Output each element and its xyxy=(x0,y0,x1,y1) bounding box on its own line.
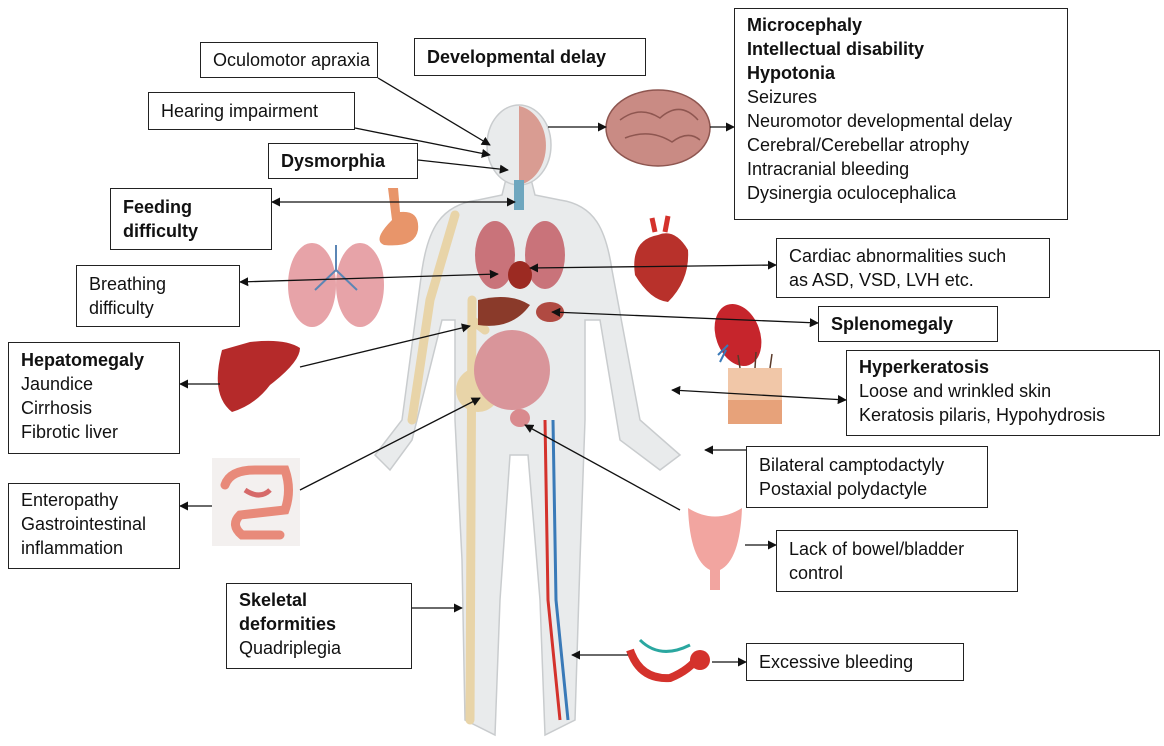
fibrotic-liver-text: Fibrotic liver xyxy=(21,420,167,444)
cardiac-box: Cardiac abnormalities such as ASD, VSD, … xyxy=(776,238,1050,298)
seizures-text: Seizures xyxy=(747,85,1055,109)
trachea-organ xyxy=(514,180,524,210)
breathing-difficulty-text: difficulty xyxy=(89,296,227,320)
bowel-bladder-box: Lack of bowel/bladder control xyxy=(776,530,1018,592)
intestine-icon xyxy=(212,458,300,546)
splenomegaly-box: Splenomegaly xyxy=(818,306,998,342)
gastrointestinal-text: Gastrointestinal xyxy=(21,512,167,536)
hepatomegaly-box: Hepatomegaly Jaundice Cirrhosis Fibrotic… xyxy=(8,342,180,454)
heart-organ xyxy=(508,261,532,289)
feeding-difficulty-text: difficulty xyxy=(123,219,259,243)
enteropathy-box: Enteropathy Gastrointestinal inflammatio… xyxy=(8,483,180,569)
deformities-text: deformities xyxy=(239,612,399,636)
bowel-bladder-line1-text: Lack of bowel/bladder xyxy=(789,537,1005,561)
skeletal-box: Skeletal deformities Quadriplegia xyxy=(226,583,412,669)
enteropathy-text: Enteropathy xyxy=(21,488,167,512)
stomach-icon xyxy=(380,188,419,245)
cerebral-atrophy-text: Cerebral/Cerebellar atrophy xyxy=(747,133,1055,157)
cirrhosis-text: Cirrhosis xyxy=(21,396,167,420)
hearing-impairment-box: Hearing impairment xyxy=(148,92,355,130)
hyperkeratosis-text: Hyperkeratosis xyxy=(859,355,1147,379)
splenomegaly-text: Splenomegaly xyxy=(831,312,985,336)
brain-icon xyxy=(606,90,710,166)
bladder-icon xyxy=(688,508,742,590)
hepatomegaly-text: Hepatomegaly xyxy=(21,348,167,372)
polydactyle-text: Postaxial polydactyle xyxy=(759,477,975,501)
heart-icon xyxy=(634,216,688,302)
bowel-bladder-line2-text: control xyxy=(789,561,1005,585)
intellectual-disability-text: Intellectual disability xyxy=(747,37,1055,61)
brain-findings-box: Microcephaly Intellectual disability Hyp… xyxy=(734,8,1068,220)
dysmorphia-box: Dysmorphia xyxy=(268,143,418,179)
blood-vessel-icon xyxy=(630,640,710,678)
quadriplegia-text: Quadriplegia xyxy=(239,636,399,660)
spleen-icon xyxy=(706,297,769,372)
neuromotor-delay-text: Neuromotor developmental delay xyxy=(747,109,1055,133)
bladder-organ xyxy=(510,409,530,427)
feeding-text: Feeding xyxy=(123,195,259,219)
feeding-difficulty-box: Feeding difficulty xyxy=(110,188,272,250)
breathing-difficulty-box: Breathing difficulty xyxy=(76,265,240,327)
microcephaly-text: Microcephaly xyxy=(747,13,1055,37)
keratosis-pilaris-text: Keratosis pilaris, Hypohydrosis xyxy=(859,403,1147,427)
breathing-text: Breathing xyxy=(89,272,227,296)
cardiac-line2-text: as ASD, VSD, LVH etc. xyxy=(789,268,1037,292)
excessive-bleeding-text: Excessive bleeding xyxy=(759,650,951,674)
hearing-impairment-text: Hearing impairment xyxy=(161,99,342,123)
hyperkeratosis-box: Hyperkeratosis Loose and wrinkled skin K… xyxy=(846,350,1160,436)
loose-skin-text: Loose and wrinkled skin xyxy=(859,379,1147,403)
dysmorphia-text: Dysmorphia xyxy=(281,149,405,173)
oculomotor-apraxia-box: Oculomotor apraxia xyxy=(200,42,378,78)
liver-icon xyxy=(218,341,300,412)
camptodactyly-text: Bilateral camptodactyly xyxy=(759,453,975,477)
oculomotor-apraxia-text: Oculomotor apraxia xyxy=(213,48,365,72)
jaundice-text: Jaundice xyxy=(21,372,167,396)
human-body-figure xyxy=(375,105,680,735)
developmental-delay-text: Developmental delay xyxy=(427,45,633,69)
cardiac-line1-text: Cardiac abnormalities such xyxy=(789,244,1037,268)
intestines-organ xyxy=(474,330,550,410)
dysinergia-text: Dysinergia oculocephalica xyxy=(747,181,1055,205)
hand-findings-box: Bilateral camptodactyly Postaxial polyda… xyxy=(746,446,988,508)
intracranial-bleeding-text: Intracranial bleeding xyxy=(747,157,1055,181)
excessive-bleeding-box: Excessive bleeding xyxy=(746,643,964,681)
lungs-icon xyxy=(288,243,384,327)
hypotonia-text: Hypotonia xyxy=(747,61,1055,85)
developmental-delay-box: Developmental delay xyxy=(414,38,646,76)
skeletal-text: Skeletal xyxy=(239,588,399,612)
inflammation-text: inflammation xyxy=(21,536,167,560)
